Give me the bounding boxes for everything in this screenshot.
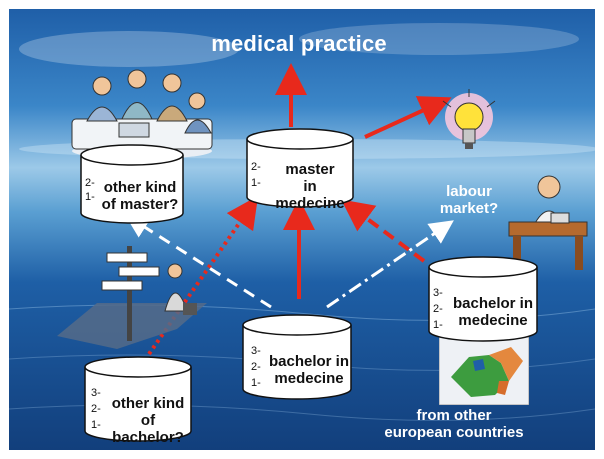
level-3: 3- [91, 387, 101, 399]
node-label-line1: other kind [103, 179, 177, 196]
signpost-traveler-illustration [57, 246, 207, 349]
cylinder-bachelor-right: 3- 2- 1- bachelor in medecine [427, 255, 539, 343]
cylinder-bachelor-center: 3- 2- 1- bachelor in medecine [241, 313, 353, 401]
node-label-line1: bachelor in [268, 353, 350, 370]
arrow-bachelor-to-labour [326, 220, 454, 309]
office-worker-phone-illustration [508, 175, 588, 270]
arrow-bachelor-right-to-master [341, 199, 426, 263]
arrow-bachelor-to-other-master [124, 214, 272, 309]
level-1: 1- [91, 419, 101, 431]
level-2: 2- [251, 161, 261, 173]
level-2: 2- [433, 303, 443, 315]
countries-line2: european countries [384, 424, 524, 441]
cylinder-shape [84, 356, 192, 442]
node-label-line1: bachelor in [452, 295, 534, 312]
level-1: 1- [433, 319, 443, 331]
node-label-line2: in medecine [275, 178, 345, 212]
labour-market-label: labour market? [429, 183, 509, 217]
cylinder-shape [246, 128, 354, 208]
node-label-line1: other kind [111, 395, 185, 412]
cylinder-shape [80, 144, 184, 224]
node-label-line2: of master? [101, 196, 179, 213]
medical-practice-label: medical practice [211, 31, 387, 56]
level-3: 3- [433, 287, 443, 299]
labour-line1: labour [446, 183, 492, 200]
level-1: 1- [85, 191, 95, 203]
cylinder-other-master: 2- 1- other kind of master? [79, 143, 185, 225]
node-label-line2: medecine [274, 370, 344, 387]
node-label-line2: medecine [458, 312, 528, 329]
europe-map-image [439, 337, 529, 405]
light-bulb-icon [442, 89, 496, 149]
level-1: 1- [251, 377, 261, 389]
labour-line2: market? [439, 200, 499, 217]
european-countries-label: from other european countries [369, 407, 539, 441]
cylinder-master-in-medecine: 2- 1- master in medecine [245, 127, 355, 212]
level-2: 2- [251, 361, 261, 373]
level-2: 2- [85, 177, 95, 189]
cylinder-shape [428, 256, 538, 342]
cylinder-shape [242, 314, 352, 400]
cylinder-other-bachelor: 3- 2- 1- other kind of bachelor? [83, 355, 193, 446]
arrow-master-to-bulb [364, 96, 452, 139]
level-2: 2- [91, 403, 101, 415]
level-1: 1- [251, 177, 261, 189]
countries-line1: from other [416, 407, 492, 424]
ocean-background: medical practice [9, 9, 595, 450]
node-label-line1: master [285, 161, 335, 178]
node-label-line2: of bachelor? [112, 412, 184, 446]
level-3: 3- [251, 345, 261, 357]
